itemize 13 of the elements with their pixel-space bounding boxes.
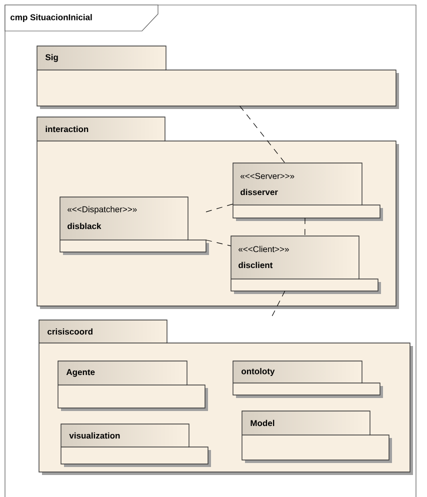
- package: Sig: [36, 46, 399, 109]
- package: «<<Server>>» disserver: [232, 162, 383, 221]
- package: Model: [242, 410, 392, 463]
- dependency-line: [206, 240, 232, 246]
- package: visualization: [60, 424, 211, 467]
- dependency-line: [206, 204, 234, 212]
- dependency-line: [240, 106, 286, 164]
- package: ontoloty: [232, 360, 383, 398]
- package: «<<Client>>» disclient: [230, 236, 381, 294]
- frame-title: cmp SituacionInicial: [4, 4, 158, 32]
- package: «<<Dispatcher>>» disblack: [60, 196, 209, 255]
- dependency-line: [304, 218, 306, 236]
- package: Agente: [58, 360, 208, 411]
